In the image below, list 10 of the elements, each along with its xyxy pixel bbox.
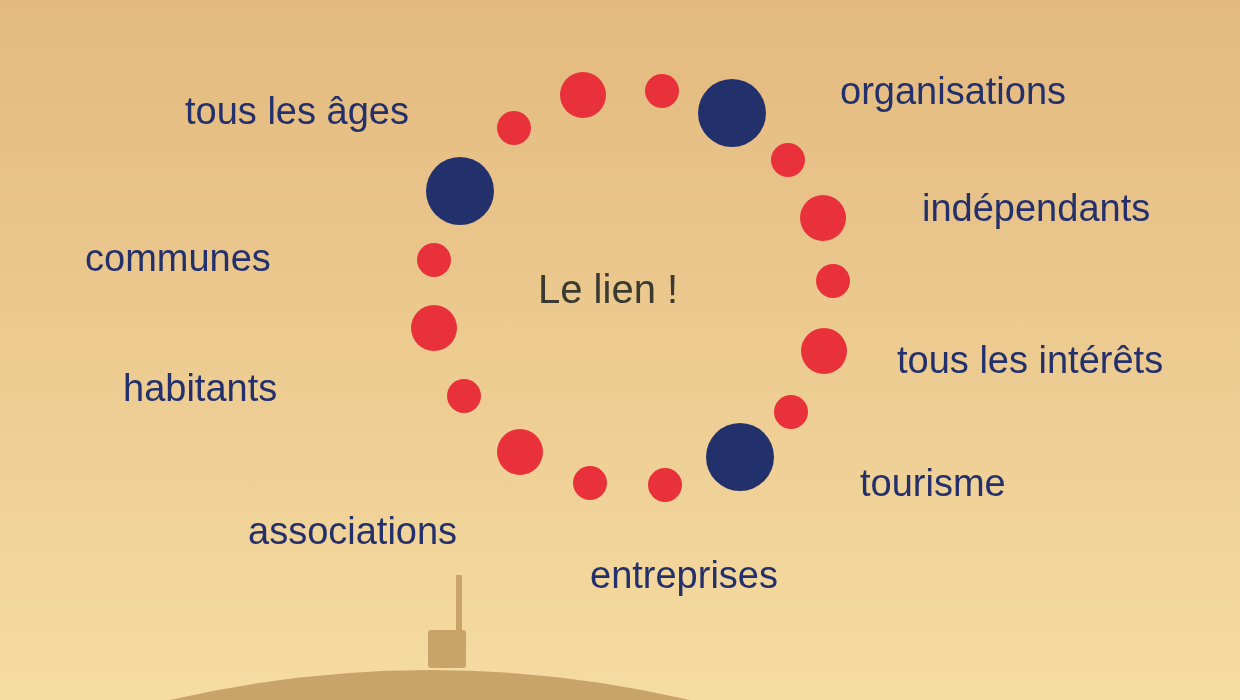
group-label: indépendants [922,186,1151,231]
group-label: tous les âges [185,89,409,134]
group-label: associations [248,509,458,554]
group-label: communes [85,236,271,281]
group-label: entreprises [590,553,778,598]
group-label: tourisme [860,461,1006,506]
group-label: habitants [123,366,278,411]
group-label: tous les intérêts [897,338,1164,383]
group-label: organisations [840,69,1067,114]
center-title: Le lien ! [538,266,679,312]
